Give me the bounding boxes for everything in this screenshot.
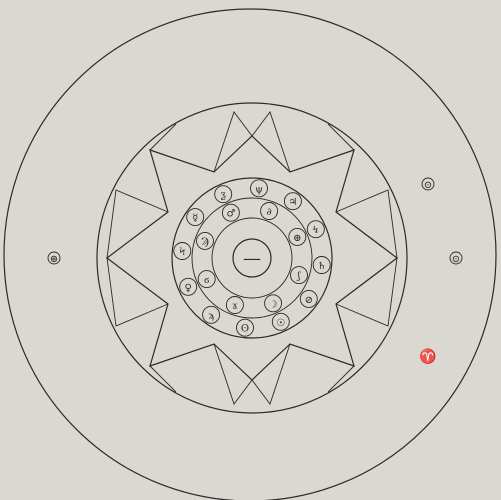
medallion-glyph: ʃ	[297, 271, 302, 282]
medallion-glyph: Ϡ	[201, 237, 209, 248]
medallion-glyph: ϡ	[208, 311, 214, 322]
medallion-glyph: ⊘	[305, 295, 313, 306]
medallion-glyph: ☿	[192, 213, 198, 224]
outer-symbols: ⊛ ⊙ ⊙ ♈	[48, 178, 462, 365]
medallion-glyph: ∂	[267, 207, 272, 218]
medallion-glyph: ƺ	[220, 190, 226, 201]
medallion-glyph: ⊕	[293, 233, 301, 244]
medallion-glyph: ↯	[312, 225, 320, 236]
medallion-glyph: ☽	[269, 299, 278, 310]
medallion-glyph: Ϟ	[179, 247, 185, 258]
medallion-glyph: ☉	[276, 318, 285, 329]
center-mark: —	[243, 248, 261, 269]
medallion-glyph: ♄	[317, 261, 326, 272]
medallion-glyph: ♃	[288, 197, 297, 208]
outer-symbol-lower-right: ♈	[419, 348, 436, 365]
medallion-glyph: ϭ	[204, 275, 209, 286]
medallion-glyph: ɤ	[232, 301, 238, 312]
medallion-glyph: ψ	[255, 184, 263, 195]
outer-symbol-left: ⊛	[50, 254, 58, 265]
medallion-glyph: ʘ	[241, 324, 249, 335]
medallion-glyph: ♀	[185, 283, 192, 294]
outer-symbol-upper-right: ⊙	[424, 180, 432, 191]
outer-symbol-right: ⊙	[452, 254, 460, 265]
medallion-glyph: ♂	[226, 209, 235, 220]
